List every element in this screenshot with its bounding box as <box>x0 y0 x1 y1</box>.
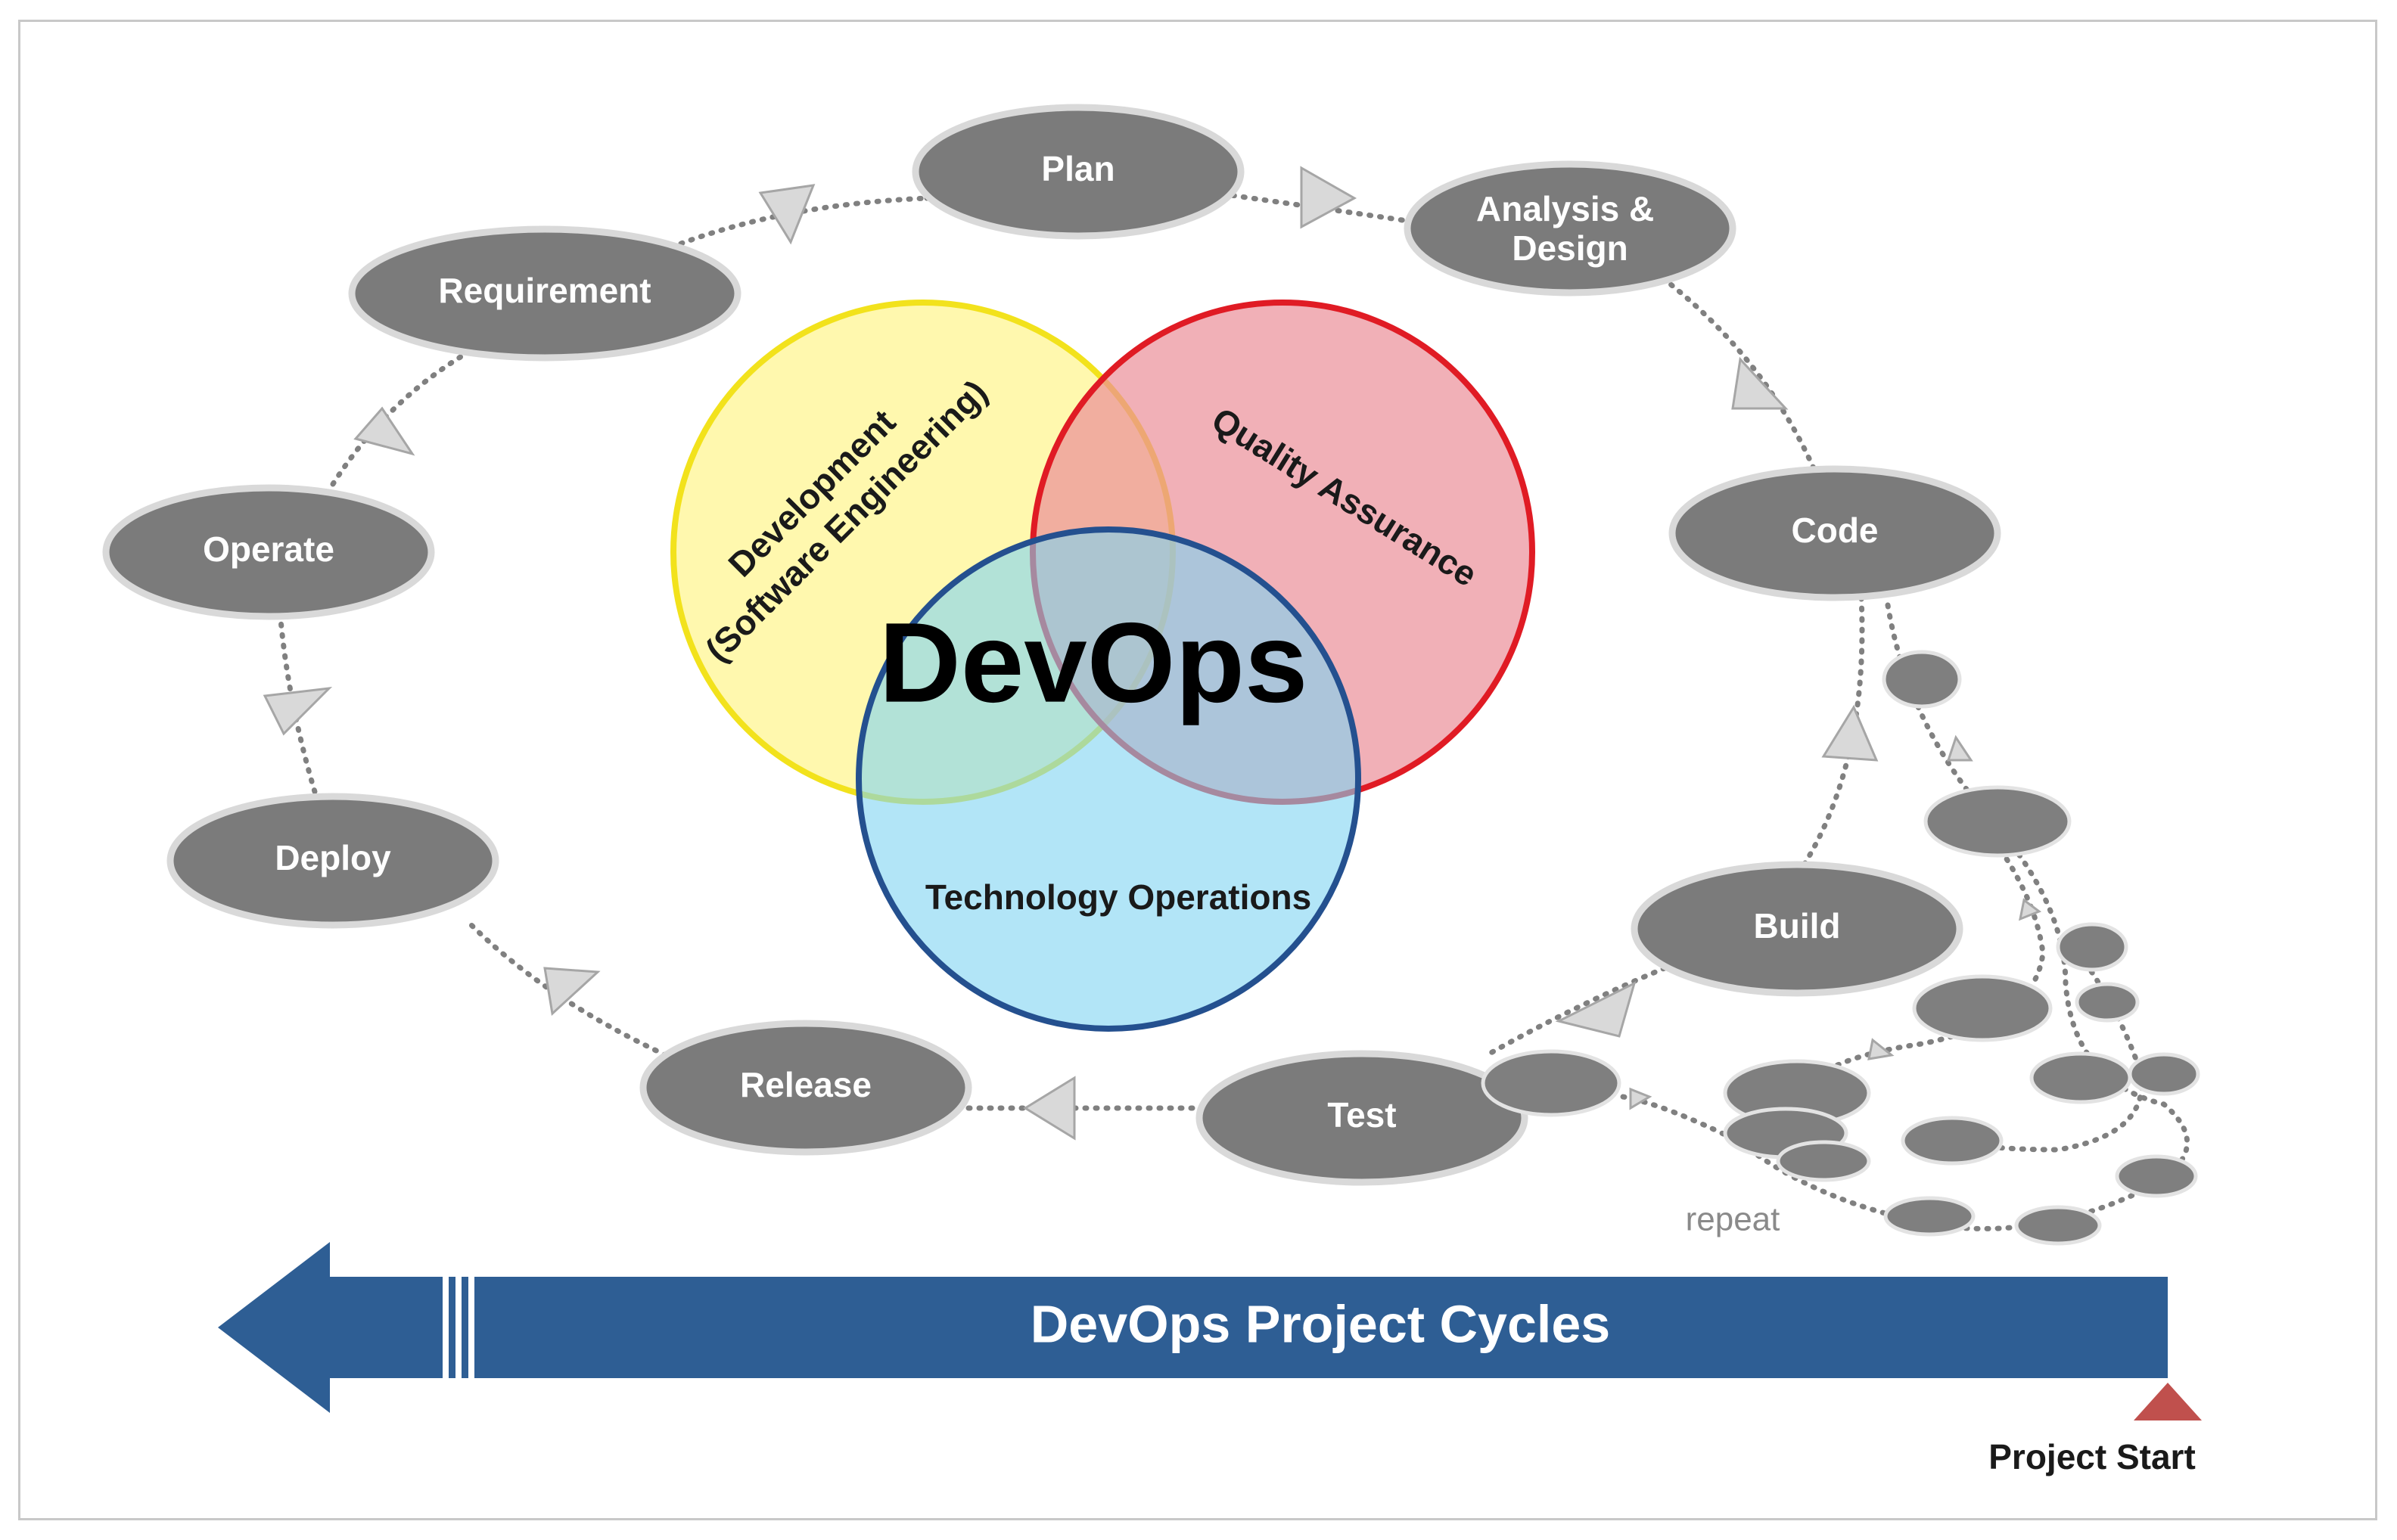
arrow-mini-1 <box>1946 734 1973 762</box>
stage-release: Release <box>639 1020 972 1156</box>
stage-deploy: Deploy <box>166 793 499 929</box>
mini-node <box>1882 650 1962 709</box>
arrow-operate-to-requirement <box>353 406 415 456</box>
repeat-mini-nodes <box>1481 650 2200 1246</box>
mini-node <box>2056 922 2128 972</box>
mini-node <box>2075 982 2140 1023</box>
stage-operate: Operate <box>102 484 435 620</box>
banner-stripe <box>443 1277 449 1378</box>
mini-node <box>1883 1196 1976 1237</box>
stage-code: Code <box>1668 465 2001 601</box>
stage-analysis-design-label: Analysis & Design <box>1476 189 1664 268</box>
svg-text:Requirement: Requirement <box>438 271 651 310</box>
arrow-mini-2 <box>2018 898 2042 921</box>
svg-text:Release: Release <box>740 1065 872 1104</box>
svg-text:Operate: Operate <box>203 529 334 569</box>
stage-plan: Plan <box>912 104 1245 240</box>
stage-build: Build <box>1631 861 1963 997</box>
mini-node <box>1912 974 2053 1042</box>
project-start-marker: Project Start <box>1988 1383 2202 1476</box>
project-cycles-banner: DevOps Project Cycles <box>218 1242 2168 1413</box>
arrow-analysis-to-code <box>1731 356 1789 410</box>
repeat-label: repeat <box>1686 1201 1780 1238</box>
mini-node <box>1901 1116 2004 1166</box>
cycle-stages: Plan Analysis & Design Code Build Test R… <box>102 104 2001 1186</box>
mini-node <box>2014 1205 2102 1246</box>
svg-text:Plan: Plan <box>1041 149 1115 188</box>
arrow-plan-to-analysis <box>1300 166 1357 229</box>
cycle-arrows <box>263 166 2042 1141</box>
svg-text:Test: Test <box>1327 1095 1396 1135</box>
arrow-mini-3 <box>1867 1038 1895 1060</box>
mini-node <box>2115 1154 2198 1198</box>
svg-text:Deploy: Deploy <box>275 838 391 877</box>
start-triangle-icon <box>2134 1383 2202 1420</box>
arrow-release-to-deploy <box>543 967 601 1016</box>
mini-node <box>1923 785 2072 858</box>
svg-text:Build: Build <box>1754 906 1841 945</box>
venn-operations-circle <box>856 526 1361 1032</box>
venn-operations-label: Technology Operations <box>925 877 1311 917</box>
mini-node <box>1776 1140 1871 1182</box>
banner-stripe <box>468 1277 474 1378</box>
banner-arrow <box>218 1242 2168 1413</box>
arrow-code-to-build <box>1821 704 1879 762</box>
stage-test: Test <box>1195 1050 1528 1186</box>
banner-stripe <box>455 1277 462 1378</box>
banner-label: DevOps Project Cycles <box>1031 1294 1610 1353</box>
stage-analysis-design: Analysis & Design <box>1404 160 1736 297</box>
arrow-build-to-test <box>1555 981 1637 1038</box>
arrow-requirement-to-plan <box>758 184 816 245</box>
mini-node <box>1481 1049 1621 1117</box>
svg-text:Code: Code <box>1792 511 1879 550</box>
arrow-deploy-to-operate <box>263 687 333 736</box>
devops-center-title: DevOps <box>879 599 1308 726</box>
mini-node <box>2029 1051 2132 1104</box>
venn-diagram: Development (Software Engineering) Quali… <box>670 300 1535 1032</box>
project-start-label: Project Start <box>1988 1437 2196 1476</box>
stage-requirement: Requirement <box>348 225 741 362</box>
arrow-test-to-release <box>1023 1076 1076 1141</box>
mini-node <box>2128 1052 2200 1096</box>
arrow-mini-4 <box>1629 1087 1652 1110</box>
